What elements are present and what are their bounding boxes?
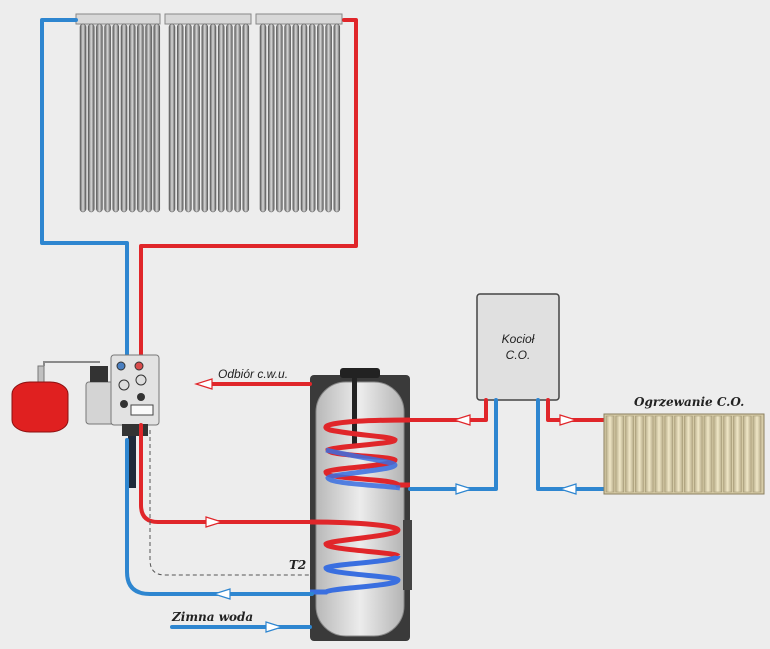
vacuum-tube bbox=[168, 23, 176, 213]
solar-collector bbox=[75, 13, 343, 213]
heating-label: Ogrzewanie C.O. bbox=[634, 395, 744, 409]
flow-arrow bbox=[451, 414, 471, 426]
radiator-fin bbox=[703, 415, 713, 493]
vacuum-tube bbox=[145, 23, 152, 213]
vacuum-tube bbox=[333, 23, 341, 213]
vacuum-tube bbox=[292, 23, 300, 213]
boiler-return-pipe bbox=[408, 398, 498, 491]
solar-return-from-tank-pipe bbox=[125, 438, 314, 596]
vacuum-tube bbox=[193, 23, 200, 213]
radiator-fin bbox=[664, 415, 674, 493]
vacuum-tube bbox=[267, 23, 275, 213]
radiator-fin bbox=[615, 415, 625, 493]
upper-heat-exchanger-coil bbox=[323, 417, 411, 491]
vacuum-tube bbox=[308, 23, 316, 213]
flow-arrow bbox=[211, 588, 231, 600]
vacuum-tube bbox=[112, 23, 120, 213]
vacuum-tube bbox=[259, 23, 267, 213]
vacuum-tube bbox=[153, 23, 161, 213]
vacuum-tube bbox=[284, 23, 291, 213]
vacuum-tube bbox=[120, 23, 128, 213]
vacuum-tube bbox=[242, 23, 250, 213]
flow-arrow bbox=[559, 414, 579, 426]
radiator bbox=[603, 413, 765, 495]
vacuum-tube bbox=[79, 23, 87, 213]
hot-water-outlet-label: Odbiór c.w.u. bbox=[218, 367, 288, 381]
vacuum-tube bbox=[234, 23, 241, 213]
sensor-t2-label: T2 bbox=[289, 558, 306, 572]
expansion-vessel bbox=[11, 361, 100, 433]
vacuum-tube bbox=[325, 23, 332, 213]
flow-arrow bbox=[193, 378, 213, 390]
solar-hot-pipe bbox=[139, 18, 358, 358]
vacuum-tube bbox=[137, 23, 144, 213]
boiler-label-line1: Kocioł bbox=[502, 332, 535, 346]
boiler: Kocioł C.O. bbox=[476, 293, 560, 401]
radiator-fin bbox=[654, 415, 664, 493]
sensor-cable bbox=[149, 430, 312, 576]
radiator-fin bbox=[693, 415, 703, 493]
boiler-flow-to-tank-pipe bbox=[408, 398, 488, 422]
vacuum-tube bbox=[276, 23, 283, 213]
vacuum-tube bbox=[201, 23, 209, 213]
radiator-fin bbox=[713, 415, 723, 493]
radiator-fin bbox=[742, 415, 752, 493]
vacuum-tube bbox=[104, 23, 111, 213]
flow-arrow bbox=[455, 483, 475, 495]
flow-arrow bbox=[557, 483, 577, 495]
solar-flow-to-tank-pipe bbox=[139, 423, 314, 524]
vacuum-tube bbox=[128, 23, 136, 213]
vacuum-tube bbox=[209, 23, 217, 213]
radiator-fin bbox=[635, 415, 644, 493]
radiator-fin bbox=[752, 415, 762, 493]
vacuum-tube bbox=[317, 23, 324, 213]
storage-tank bbox=[310, 368, 412, 641]
solar-cold-pipe bbox=[40, 18, 129, 357]
radiator-fin bbox=[625, 415, 634, 493]
vacuum-tube bbox=[226, 23, 233, 213]
cold-water-label: Zimna woda bbox=[171, 610, 253, 624]
vacuum-tube bbox=[217, 23, 225, 213]
radiator-fin bbox=[723, 415, 732, 493]
lower-heat-exchanger-coil bbox=[309, 519, 401, 595]
radiator-fin bbox=[684, 415, 693, 493]
vacuum-tube bbox=[300, 23, 308, 213]
heating-flow-pipe bbox=[546, 398, 607, 422]
radiator-fin bbox=[605, 415, 615, 493]
vacuum-tube bbox=[96, 23, 103, 213]
pump-station bbox=[85, 354, 160, 488]
radiator-fin bbox=[644, 415, 654, 493]
vacuum-tube bbox=[185, 23, 192, 213]
radiator-fin bbox=[733, 415, 742, 493]
collector-panel bbox=[164, 13, 252, 25]
heating-return-pipe bbox=[536, 398, 607, 491]
collector-panel bbox=[255, 13, 343, 25]
flow-arrow bbox=[265, 621, 285, 633]
boiler-label-line2: C.O. bbox=[506, 348, 531, 362]
vacuum-tube bbox=[176, 23, 184, 213]
radiator-fin bbox=[674, 415, 683, 493]
flow-arrow bbox=[205, 516, 225, 528]
vacuum-tube bbox=[87, 23, 95, 213]
